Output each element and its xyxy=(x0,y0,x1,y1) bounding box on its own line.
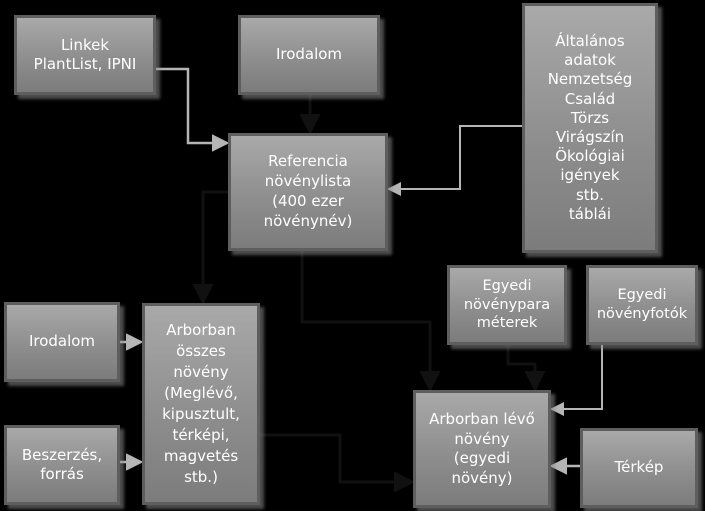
box-line: Irodalom xyxy=(28,332,96,351)
box-line: Általános xyxy=(555,32,625,51)
box-line: Beszerzés, xyxy=(21,445,103,464)
box-line: PlantList, IPNI xyxy=(33,55,137,73)
box-line: Nemzetség xyxy=(547,70,633,89)
box-line: táblái xyxy=(568,204,612,223)
box-line: igények xyxy=(560,166,620,185)
box-text: Irodalom xyxy=(29,332,95,352)
box-line: magvetés xyxy=(163,447,239,465)
box-line: térképi, xyxy=(172,426,230,444)
box-text: Beszerzés,forrás xyxy=(22,446,102,485)
box-egyedi-novenyfotok: Egyedi növényfotók xyxy=(586,265,698,345)
box-line: növénypara xyxy=(463,296,551,313)
box-arborban-osszes-noveny: Arborban összes növény (Meglévő, kipusztult,… xyxy=(142,303,260,505)
box-beszerzes-forras: Beszerzés,forrás xyxy=(4,425,120,505)
connector-altalanos-referencia xyxy=(387,125,522,196)
connector-arborban-osszes-arborban-levo xyxy=(260,433,415,493)
box-line: növény xyxy=(454,429,510,448)
box-line: stb.) xyxy=(184,468,218,486)
box-line: növény) xyxy=(451,468,513,487)
box-line: Referencia xyxy=(268,152,348,171)
box-line: (Meglévő, xyxy=(164,384,238,402)
box-line: Arborban lévő xyxy=(429,410,535,428)
connector-egyedi-foto-arborban-levo xyxy=(550,345,603,416)
box-line: Törzs xyxy=(570,108,610,127)
box-line: Térkép xyxy=(614,458,664,477)
box-irodalom-left: Irodalom xyxy=(4,302,120,382)
box-line: Egyedi xyxy=(617,287,667,304)
box-line: Család xyxy=(564,89,616,108)
box-line: Arborban xyxy=(166,321,236,339)
box-text: Egyedi növényfotók xyxy=(597,286,687,324)
box-irodalom-top: Irodalom xyxy=(238,15,380,95)
connector-linkek-referencia xyxy=(156,67,230,152)
box-terkep: Térkép xyxy=(580,428,698,508)
box-egyedi-novenyparameterek: Egyedi növénypara méterek xyxy=(447,265,567,345)
box-line: stb. xyxy=(575,185,604,204)
box-line: összes xyxy=(176,342,226,360)
box-line: (400 ezer xyxy=(272,192,344,210)
box-text: Arborban összes növény (Meglévő, kipusztult,… xyxy=(162,320,240,488)
box-line: (egyedi xyxy=(453,449,511,467)
box-line: Irodalom xyxy=(275,45,343,64)
box-line: növény xyxy=(173,363,229,381)
box-text: Irodalom xyxy=(276,45,342,65)
box-line: forrás xyxy=(40,465,84,483)
box-line: növénynév) xyxy=(263,211,353,230)
box-text: Egyedi növénypara méterek xyxy=(464,277,550,334)
box-line: növénylista xyxy=(264,172,352,191)
box-line: Ökológiai xyxy=(555,147,625,166)
box-line: növényfotók xyxy=(596,306,688,322)
box-line: méterek xyxy=(476,315,538,332)
box-line: Virágszín xyxy=(555,128,625,146)
box-line: kipusztult, xyxy=(162,405,240,423)
connector-referencia-arborban-levo xyxy=(300,251,441,392)
box-line: adatok xyxy=(564,51,616,70)
connector-egyedi-param-arborban-levo xyxy=(506,345,546,392)
connector-referencia-arborban-osszes xyxy=(192,190,228,305)
box-line: Linkek xyxy=(60,35,110,54)
box-text: Térkép xyxy=(615,458,664,478)
box-line: Egyedi xyxy=(482,277,532,294)
